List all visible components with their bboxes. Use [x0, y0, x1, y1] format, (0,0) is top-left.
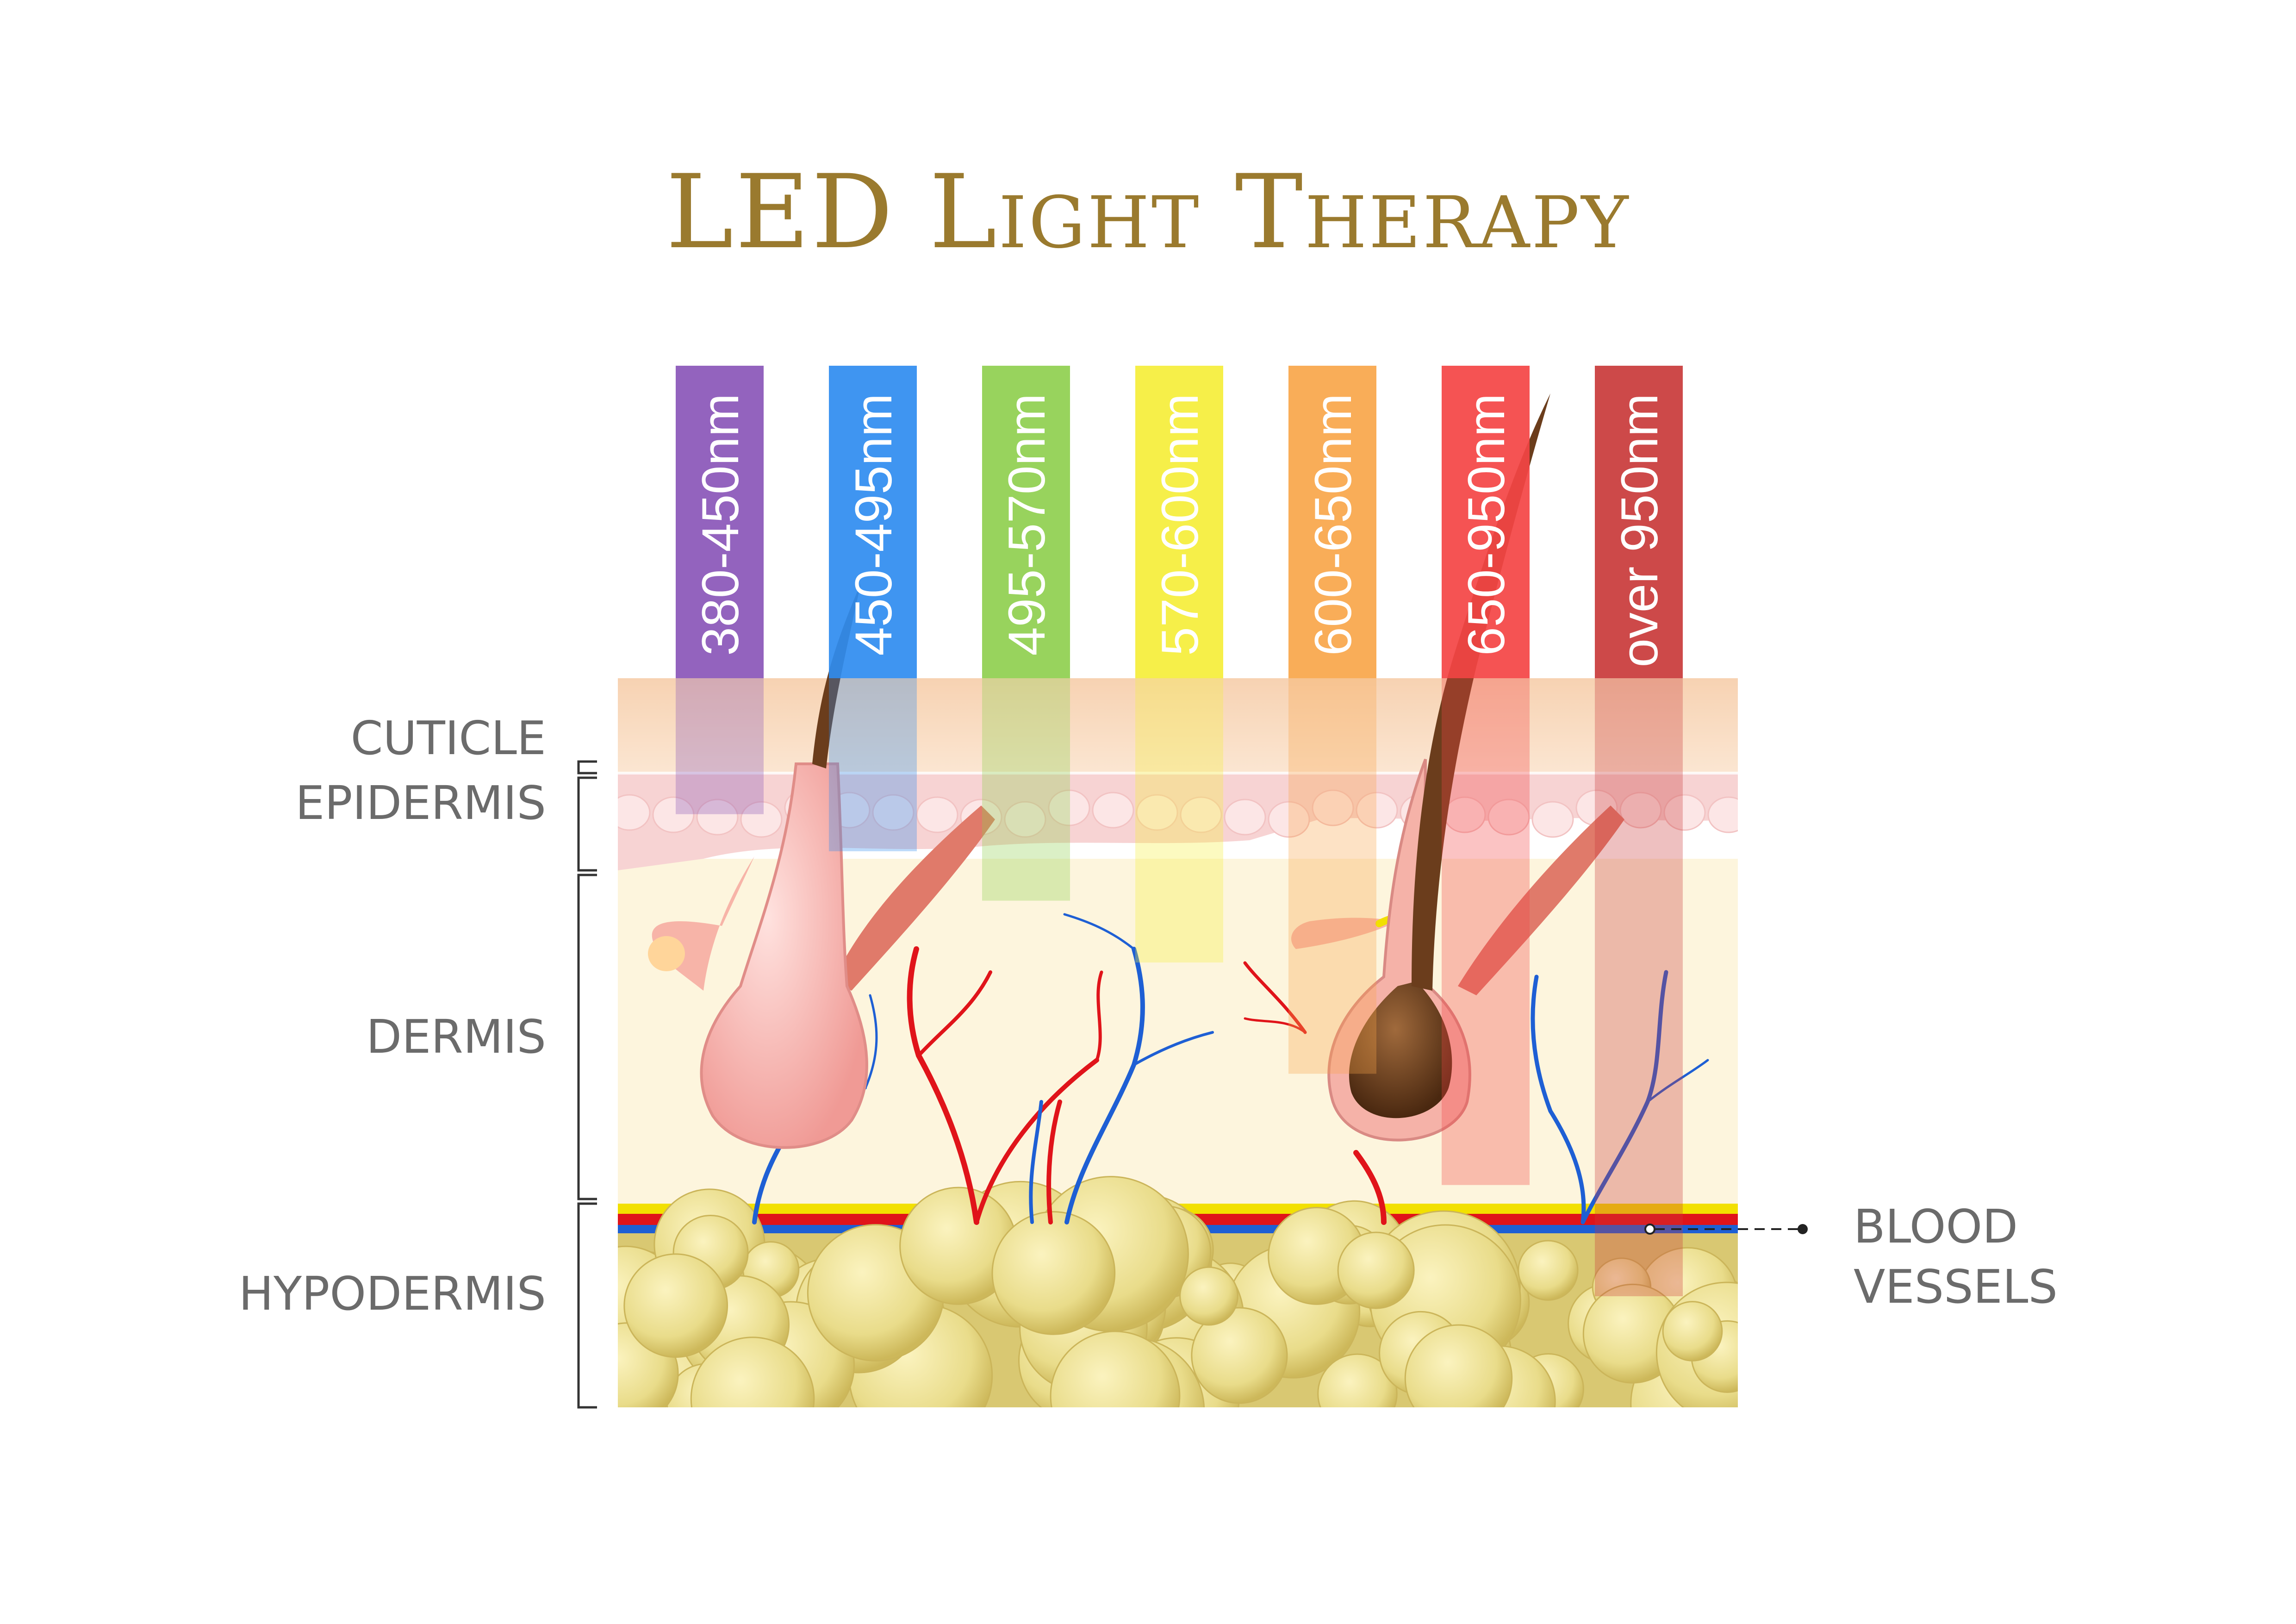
epidermis-cell — [1268, 801, 1310, 838]
band-head — [676, 366, 764, 678]
page-title: LED Light Therapy — [666, 153, 1630, 271]
band-beam — [982, 678, 1070, 901]
band-label: 650-950nm — [1457, 394, 1515, 656]
band-label: 600-650nm — [1304, 394, 1362, 656]
cuticle-bracket — [577, 760, 597, 775]
wavelength-band: 450-495nm — [829, 366, 917, 851]
fat-cell — [1317, 1353, 1398, 1407]
capillaries — [752, 913, 1709, 1225]
hair-follicle-right — [1291, 394, 1550, 1142]
cuticle-layer — [618, 678, 1738, 773]
epidermis-cell — [1619, 792, 1662, 829]
epidermis-cell — [1180, 796, 1222, 833]
arrector-muscles — [833, 806, 1624, 995]
epidermis-cell — [1356, 792, 1398, 829]
epidermis-cell — [1531, 801, 1574, 838]
band-head — [1288, 366, 1376, 678]
fat-cell — [1662, 1301, 1723, 1362]
dermis-label: DERMIS — [366, 1010, 546, 1064]
blood-vessels-label-line1: BLOOD — [1854, 1199, 2018, 1254]
band-head — [982, 366, 1070, 678]
blood-vessels-pointer — [1644, 1224, 1808, 1235]
blood-vessels-label-line2: VESSELS — [1854, 1260, 2058, 1314]
band-beam — [1595, 678, 1683, 1296]
epidermis-cell — [1707, 796, 1738, 833]
epidermis-cell — [1004, 801, 1046, 838]
band-beam — [1288, 678, 1376, 1074]
wavelength-band: 650-950nm — [1442, 366, 1530, 1185]
fat-cell — [1050, 1330, 1181, 1407]
band-head — [1595, 366, 1683, 678]
wavelength-band: 600-650nm — [1288, 366, 1376, 1074]
fat-cell — [1337, 1231, 1415, 1309]
hair-right — [1412, 394, 1550, 991]
wavelength-band: over 950nm — [1595, 366, 1683, 1296]
band-head — [829, 366, 917, 678]
band-label: 570-600nm — [1151, 394, 1209, 656]
epidermis-cell — [1487, 799, 1530, 836]
fat-cell — [1179, 1266, 1238, 1326]
epidermis-cell — [872, 794, 915, 831]
layer-brackets — [577, 760, 597, 1409]
hypodermis-label: HYPODERMIS — [238, 1267, 546, 1321]
fat-cell — [1191, 1307, 1288, 1404]
wavelength-band: 380-450nm — [676, 366, 764, 814]
band-beam — [676, 678, 764, 814]
epidermis-cell — [916, 796, 958, 833]
wavelength-bands: 380-450nm 450-495nm 495-570nm 570-600nm 600-… — [676, 366, 1683, 1296]
fat-cell — [690, 1337, 815, 1407]
fat-cells — [618, 1176, 1738, 1407]
fat-cell — [991, 1211, 1116, 1335]
epidermis-cell — [1048, 789, 1090, 826]
band-label: over 950nm — [1611, 394, 1668, 667]
band-label: 495-570nm — [998, 394, 1056, 656]
epidermis-cell — [1663, 794, 1706, 831]
epidermis-cell — [618, 794, 651, 831]
epidermis-label: EPIDERMIS — [295, 776, 546, 830]
epidermis-cell — [1092, 792, 1134, 829]
wavelength-band: 495-570nm — [982, 366, 1070, 901]
band-label: 450-495nm — [845, 394, 902, 656]
band-beam — [1442, 678, 1530, 1185]
hypodermis-bracket — [577, 1202, 597, 1409]
band-head — [1442, 366, 1530, 678]
cuticle-label: CUTICLE — [350, 711, 546, 765]
blood-vessels-label: BLOOD VESSELS — [1854, 1197, 2058, 1317]
epidermis-cell — [1224, 799, 1266, 836]
band-label: 380-450nm — [691, 394, 749, 656]
epidermis-cell — [1136, 794, 1178, 831]
epidermis-cell — [652, 796, 695, 833]
fat-cell — [1518, 1240, 1579, 1301]
epidermis-bracket — [577, 776, 597, 872]
epidermis-cell — [696, 799, 739, 836]
dermis-bracket — [577, 874, 597, 1200]
fat-cell — [623, 1253, 728, 1358]
fat-cell — [1404, 1324, 1513, 1407]
wavelength-band: 570-600nm — [1135, 366, 1223, 963]
band-head — [1135, 366, 1223, 678]
epidermis-cell — [740, 801, 783, 838]
band-beam — [829, 678, 917, 851]
epidermis-cell — [1312, 789, 1354, 826]
band-beam — [1135, 678, 1223, 963]
